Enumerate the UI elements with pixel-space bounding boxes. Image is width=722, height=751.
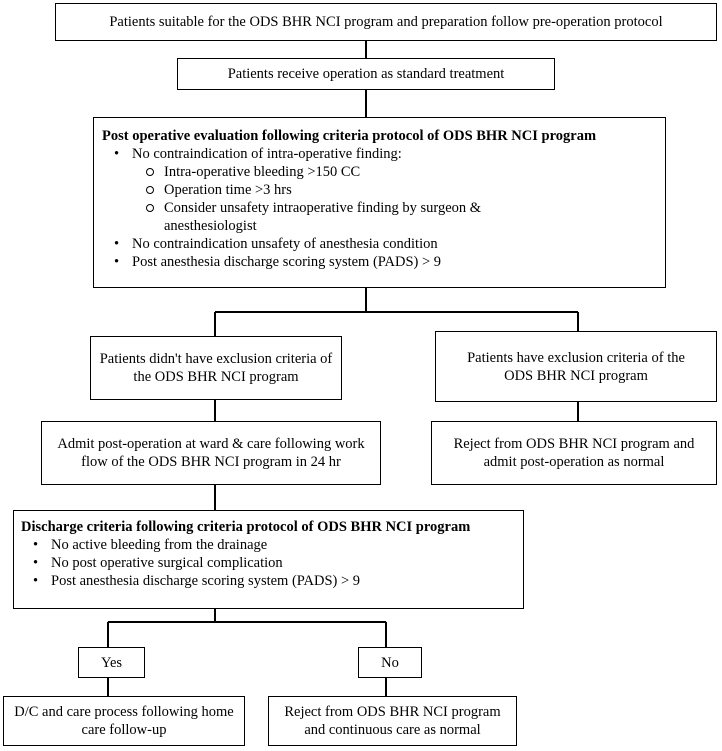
step-has-exclusion: Patients have exclusion criteria of the … [435,331,717,402]
discharge-criteria-heading: Discharge criteria following criteria pr… [21,519,471,535]
step-suitable-patients: Patients suitable for the ODS BHR NCI pr… [55,3,717,41]
step-reject-admit-normal-text: Reject from ODS BHR NCI program and admi… [453,436,695,470]
decision-yes-label: Yes [100,654,123,671]
list-item: Intra-operative bleeding >150 CC [102,163,665,181]
intraoperative-sub-list: Intra-operative bleeding >150 CC Operati… [102,163,665,235]
discharge-no-bleeding: No active bleeding from the drainage [51,537,268,553]
sub-operation-time: Operation time >3 hrs [164,182,292,198]
step-receive-operation: Patients receive operation as standard t… [177,58,555,90]
decision-no: No [358,647,422,678]
discharge-criteria: Discharge criteria following criteria pr… [13,510,524,609]
decision-no-label: No [381,654,399,671]
list-item: Post anesthesia discharge scoring system… [102,253,665,271]
list-item: No post operative surgical complication [21,554,523,572]
discharge-criteria-list: No active bleeding from the drainage No … [21,536,523,590]
step-no-exclusion-text: Patients didn't have exclusion criteria … [99,351,333,385]
step-reject-continuous-care: Reject from ODS BHR NCI program and cont… [268,696,517,746]
step-has-exclusion-text: Patients have exclusion criteria of the … [467,349,685,384]
criteria-intraoperative: No contraindication of intra-operative f… [132,146,402,162]
step-admit-ward-text: Admit post-operation at ward & care foll… [57,436,365,470]
post-operative-criteria-list: No contraindication of intra-operative f… [102,145,665,163]
step-dc-home-care-text: D/C and care process following home care… [14,704,234,738]
list-item: No active bleeding from the drainage [21,536,523,554]
list-item: No contraindication of intra-operative f… [102,145,665,163]
list-item: Consider unsafety intraoperative finding… [102,199,665,235]
list-item: Post anesthesia discharge scoring system… [21,572,523,590]
discharge-no-complication: No post operative surgical complication [51,555,283,571]
step-receive-operation-text: Patients receive operation as standard t… [227,66,505,82]
sub-unsafety-finding: Consider unsafety intraoperative finding… [164,200,482,234]
discharge-pads: Post anesthesia discharge scoring system… [51,573,361,589]
post-operative-criteria-list-2: No contraindication unsafety of anesthes… [102,235,665,271]
step-suitable-patients-text: Patients suitable for the ODS BHR NCI pr… [109,14,663,30]
step-dc-home-care: D/C and care process following home care… [3,696,245,746]
criteria-anesthesia: No contraindication unsafety of anesthes… [132,236,438,252]
step-reject-continuous-care-text: Reject from ODS BHR NCI program and cont… [284,704,501,738]
step-no-exclusion: Patients didn't have exclusion criteria … [90,336,342,400]
decision-yes: Yes [78,647,145,678]
post-operative-evaluation-heading: Post operative evaluation following crit… [102,128,597,144]
list-item: Operation time >3 hrs [102,181,665,199]
step-admit-ward: Admit post-operation at ward & care foll… [41,421,381,485]
post-operative-evaluation: Post operative evaluation following crit… [93,117,666,288]
criteria-pads: Post anesthesia discharge scoring system… [132,254,442,270]
step-reject-admit-normal: Reject from ODS BHR NCI program and admi… [431,421,717,485]
sub-bleeding: Intra-operative bleeding >150 CC [164,164,361,180]
list-item: No contraindication unsafety of anesthes… [102,235,665,253]
